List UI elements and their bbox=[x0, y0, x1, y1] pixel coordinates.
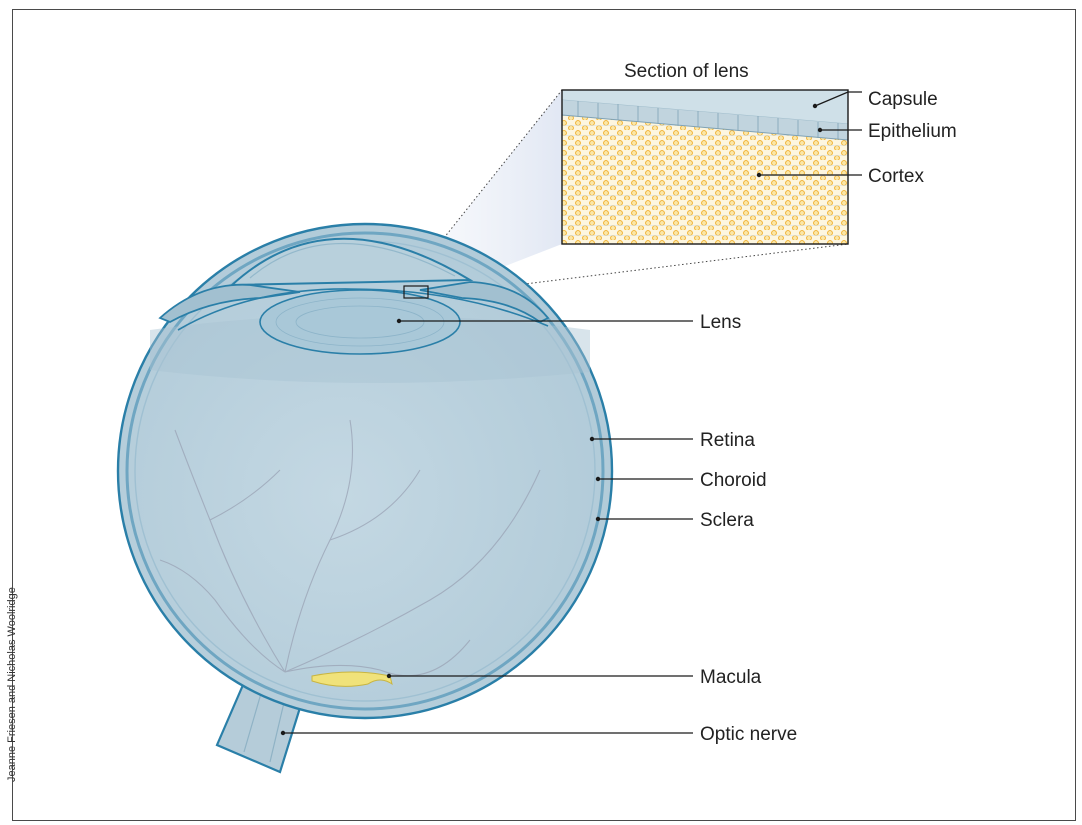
label-choroid: Choroid bbox=[700, 470, 767, 491]
label-choroid-group: Choroid bbox=[596, 470, 767, 491]
label-lens: Lens bbox=[700, 312, 741, 333]
label-cortex: Cortex bbox=[868, 166, 924, 187]
label-optic-nerve: Optic nerve bbox=[700, 724, 797, 745]
label-sclera-group: Sclera bbox=[596, 510, 754, 531]
label-epithelium: Epithelium bbox=[868, 121, 957, 142]
label-retina-group: Retina bbox=[590, 430, 756, 451]
label-optic-nerve-group: Optic nerve bbox=[281, 724, 797, 745]
lens-shape bbox=[260, 290, 460, 354]
label-macula: Macula bbox=[700, 667, 762, 688]
inset-title: Section of lens bbox=[624, 61, 749, 82]
illustrator-credit: Jeanne Friesen and Nicholas Woolridge bbox=[6, 642, 18, 782]
label-retina: Retina bbox=[700, 430, 755, 451]
lens-section-inset bbox=[562, 90, 848, 244]
label-capsule: Capsule bbox=[868, 89, 938, 110]
label-sclera: Sclera bbox=[700, 510, 754, 531]
